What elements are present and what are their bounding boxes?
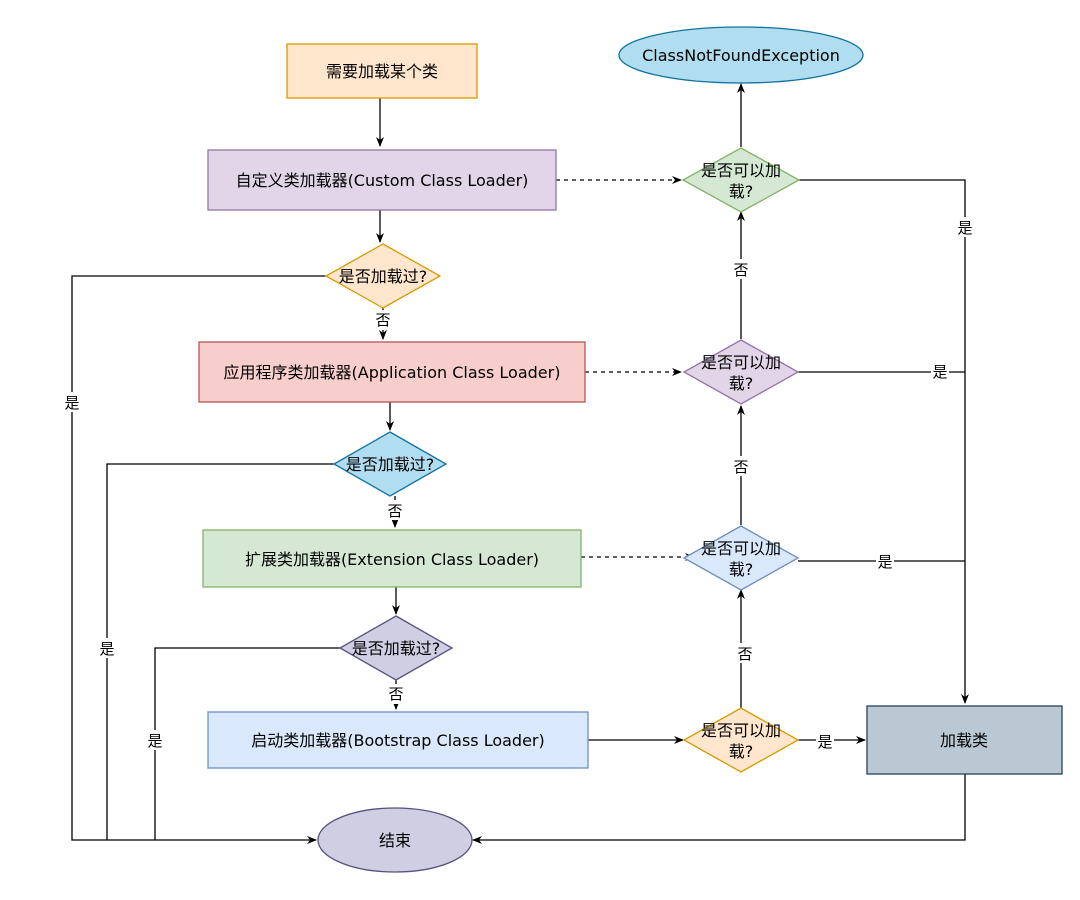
node-load-class: 加载类 bbox=[866, 705, 1063, 775]
node-can-load-custom: 是否可以加 载? bbox=[681, 147, 801, 213]
node-boot-loader-label: 启动类加载器(Bootstrap Class Loader) bbox=[251, 731, 545, 750]
node-boot-loader: 启动类加载器(Bootstrap Class Loader) bbox=[207, 711, 589, 769]
label-yes-check2: 是 bbox=[99, 640, 114, 658]
node-can-load-custom-line2: 载? bbox=[729, 182, 754, 201]
label-yes-canload-ext: 是 bbox=[877, 553, 892, 571]
node-can-load-custom-line1: 是否可以加 bbox=[701, 161, 781, 180]
node-custom-loader: 自定义类加载器(Custom Class Loader) bbox=[207, 149, 557, 211]
node-can-load-boot-line2: 载? bbox=[729, 742, 754, 761]
node-loaded-check-1-label: 是否加载过? bbox=[339, 267, 428, 286]
node-can-load-app-line1: 是否可以加 bbox=[701, 353, 781, 372]
node-app-loader: 应用程序类加载器(Application Class Loader) bbox=[198, 341, 586, 403]
node-can-load-app: 是否可以加 载? bbox=[682, 339, 800, 405]
label-yes-canload-app: 是 bbox=[932, 363, 947, 381]
label-no-canload-boot: 否 bbox=[737, 645, 752, 663]
node-app-loader-label: 应用程序类加载器(Application Class Loader) bbox=[224, 363, 561, 382]
node-ext-loader: 扩展类加载器(Extension Class Loader) bbox=[202, 529, 582, 588]
node-start-label: 需要加载某个类 bbox=[326, 62, 438, 81]
node-can-load-ext-line2: 载? bbox=[729, 560, 754, 579]
edge-check1-yes-to-end bbox=[71, 275, 326, 844]
node-can-load-boot-line1: 是否可以加 bbox=[701, 721, 781, 740]
node-can-load-ext-line1: 是否可以加 bbox=[701, 539, 781, 558]
label-no-check1: 否 bbox=[375, 311, 390, 329]
node-loaded-check-3-label: 是否加载过? bbox=[352, 639, 441, 658]
node-load-class-label: 加载类 bbox=[940, 731, 988, 750]
label-yes-check1: 是 bbox=[64, 394, 79, 412]
label-no-check2: 否 bbox=[387, 502, 402, 520]
node-loaded-check-3: 是否加载过? bbox=[338, 615, 454, 681]
label-no-check3: 否 bbox=[388, 685, 403, 703]
node-can-load-ext: 是否可以加 载? bbox=[682, 525, 800, 591]
label-yes-canload-custom: 是 bbox=[957, 219, 972, 237]
edge-loadclass-to-end bbox=[472, 774, 966, 844]
node-can-load-boot: 是否可以加 载? bbox=[682, 707, 800, 773]
node-loaded-check-1: 是否加载过? bbox=[324, 243, 442, 309]
node-end: 结束 bbox=[317, 807, 473, 873]
label-yes-check3: 是 bbox=[147, 732, 162, 750]
node-custom-loader-label: 自定义类加载器(Custom Class Loader) bbox=[236, 171, 529, 190]
label-no-canload-app: 否 bbox=[733, 261, 748, 279]
node-loaded-check-2: 是否加载过? bbox=[332, 431, 448, 497]
edge-check3-yes-to-end bbox=[154, 647, 341, 840]
edge-canload-custom-yes-to-loadclass bbox=[799, 179, 969, 704]
node-can-load-app-line2: 载? bbox=[729, 374, 754, 393]
node-end-label: 结束 bbox=[379, 831, 411, 850]
label-no-canload-ext: 否 bbox=[733, 458, 748, 476]
node-ext-loader-label: 扩展类加载器(Extension Class Loader) bbox=[245, 550, 539, 569]
node-exception-label: ClassNotFoundException bbox=[642, 46, 840, 65]
node-exception: ClassNotFoundException bbox=[618, 26, 864, 84]
edge-check2-yes-to-end bbox=[106, 463, 336, 840]
node-loaded-check-2-label: 是否加载过? bbox=[346, 455, 435, 474]
node-start: 需要加载某个类 bbox=[286, 43, 478, 99]
label-yes-canload-boot: 是 bbox=[817, 733, 832, 751]
